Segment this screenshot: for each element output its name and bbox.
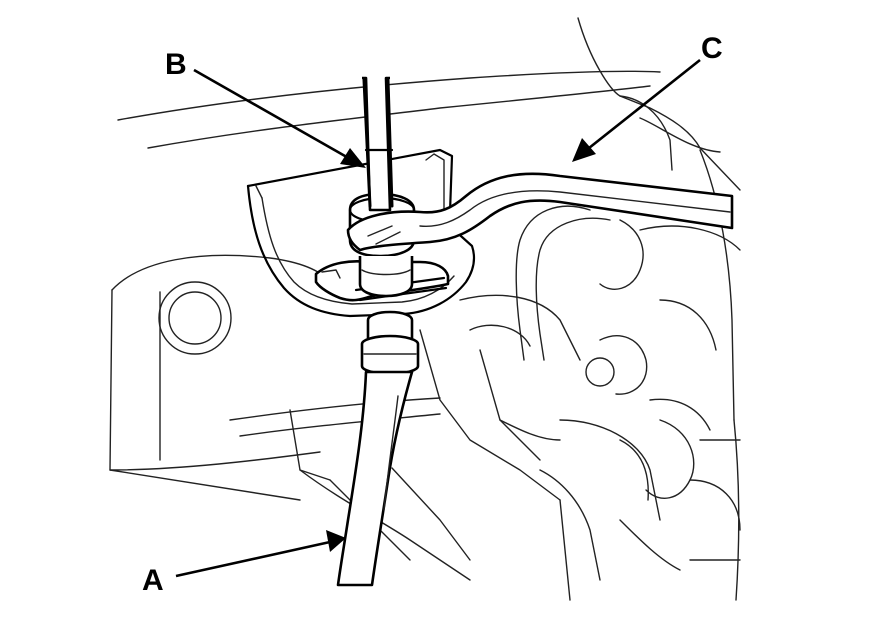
callout-b-arrowhead	[340, 148, 366, 168]
callout-c-leader	[583, 58, 701, 154]
callout-b-leader	[193, 68, 353, 162]
callout-c-arrowhead	[572, 138, 596, 162]
callout-label-a: A	[142, 564, 164, 597]
flare-nut-wrench	[346, 172, 734, 252]
hose-bracket	[246, 148, 476, 318]
callout-label-c: C	[701, 32, 723, 65]
callout-arrows	[175, 58, 701, 578]
callout-label-b: B	[165, 48, 187, 81]
background-engine-outline	[109, 17, 741, 601]
callout-a-arrowhead	[326, 530, 346, 552]
callout-a-leader	[175, 540, 331, 578]
brake-pipe-upper	[362, 76, 394, 212]
brake-hose	[336, 310, 420, 587]
